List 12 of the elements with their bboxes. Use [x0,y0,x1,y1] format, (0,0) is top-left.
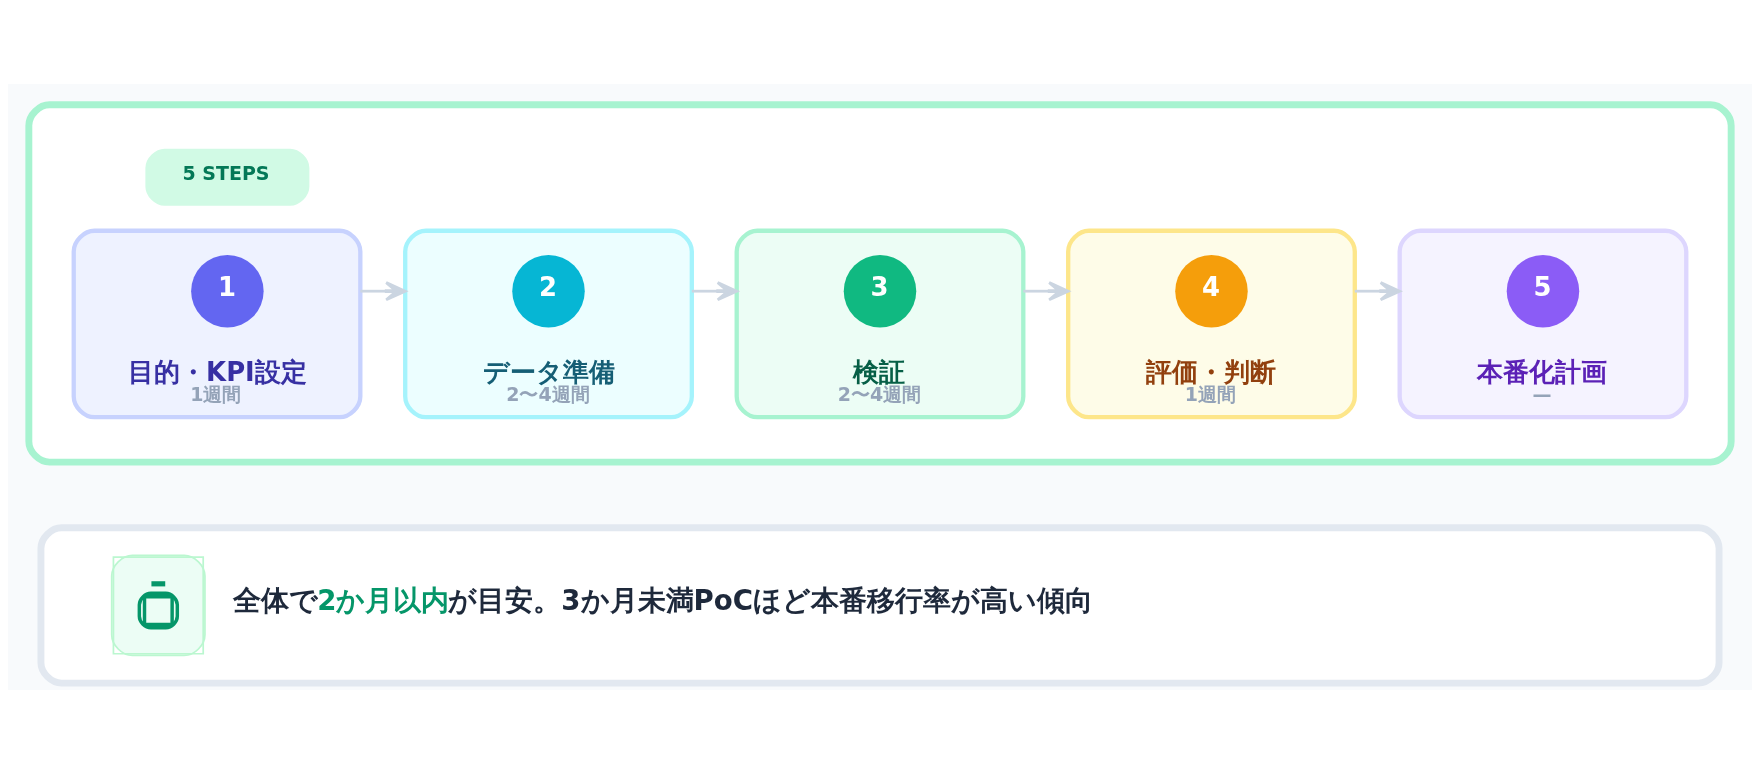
node-circle: 5 [1506,254,1580,328]
node-box: 5 STEPS [145,148,310,206]
node-circle: 4 [1175,254,1248,328]
node-box: 全体で2か月以内が目安。3か月未満PoCほど本番移行率が高い傾向 [37,524,1723,687]
arrow [1354,281,1402,302]
node-circle: 3 [843,254,917,328]
arrow [360,281,407,302]
arrow [691,281,739,302]
node-circle: 2 [512,254,585,328]
node-circle: 1 [191,254,264,328]
arrow [1023,281,1070,302]
cluster [25,101,1735,466]
